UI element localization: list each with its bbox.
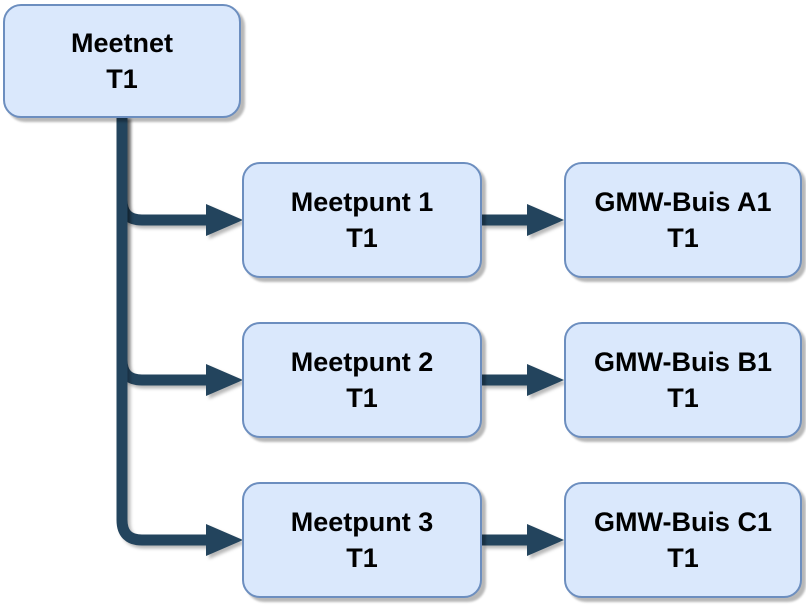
node-title: GMW-Buis A1 xyxy=(594,187,772,217)
node-meetpunt-3: Meetpunt 3 T1 xyxy=(242,482,482,598)
node-title: Meetpunt 1 xyxy=(290,187,434,217)
node-subtitle: T1 xyxy=(346,383,378,413)
edge-meetpunt2-buisB1 xyxy=(482,364,564,396)
node-title: Meetnet xyxy=(70,28,173,58)
node-gmw-buis-c1: GMW-Buis C1 T1 xyxy=(564,482,802,598)
node-gmw-buis-b1: GMW-Buis B1 T1 xyxy=(564,322,802,438)
node-subtitle: T1 xyxy=(667,223,699,253)
node-subtitle: T1 xyxy=(667,383,699,413)
edge-meetnet-meetpunt3 xyxy=(116,116,243,556)
node-meetnet: Meetnet T1 xyxy=(3,4,241,118)
edge-meetpunt3-buisC1 xyxy=(482,524,564,556)
edge-meetpunt1-buisA1 xyxy=(482,204,564,236)
edge-meetnet-meetpunt1 xyxy=(116,116,243,236)
node-subtitle: T1 xyxy=(106,64,138,94)
node-title: Meetpunt 3 xyxy=(290,507,434,537)
node-gmw-buis-a1: GMW-Buis A1 T1 xyxy=(564,162,802,278)
node-subtitle: T1 xyxy=(667,543,699,573)
edge-meetnet-meetpunt2 xyxy=(116,116,243,396)
node-meetpunt-2: Meetpunt 2 T1 xyxy=(242,322,482,438)
node-subtitle: T1 xyxy=(346,543,378,573)
node-title: GMW-Buis B1 xyxy=(594,347,772,377)
node-title: Meetpunt 2 xyxy=(290,347,434,377)
node-meetpunt-1: Meetpunt 1 T1 xyxy=(242,162,482,278)
node-title: GMW-Buis C1 xyxy=(594,507,772,537)
node-subtitle: T1 xyxy=(346,223,378,253)
